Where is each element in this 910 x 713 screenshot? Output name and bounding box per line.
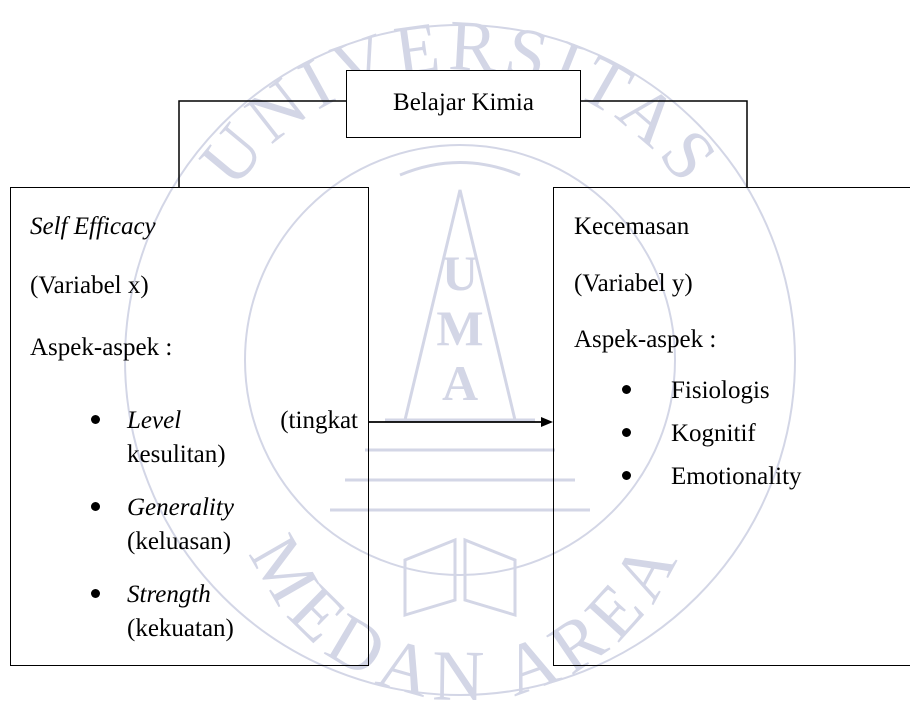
connector-right bbox=[581, 100, 748, 187]
variable-x-label: (Variabel x) bbox=[30, 272, 149, 299]
aspect-kognitif: Kognitif bbox=[671, 420, 756, 447]
watermark-letter-u: U bbox=[442, 245, 478, 301]
watermark-emblem bbox=[330, 161, 590, 618]
variable-y-aspects-heading: Aspek-aspek : bbox=[574, 326, 717, 353]
bullet-icon bbox=[622, 428, 631, 437]
aspect-generality-gloss: (keluasan) bbox=[127, 528, 232, 555]
variable-x-aspects-heading: Aspek-aspek : bbox=[30, 334, 173, 361]
aspect-generality-term: Generality bbox=[127, 494, 234, 521]
topic-box: Belajar Kimia bbox=[346, 70, 581, 138]
aspect-emotionality: Emotionality bbox=[671, 463, 802, 490]
aspect-fisiologis: Fisiologis bbox=[671, 377, 770, 404]
bullet-icon bbox=[91, 589, 100, 598]
watermark-rings bbox=[124, 24, 796, 696]
connector-left bbox=[178, 100, 346, 187]
variable-y-title: Kecemasan bbox=[574, 213, 690, 240]
aspect-level-term: Level bbox=[127, 407, 182, 434]
watermark-letter-m: M bbox=[436, 300, 483, 356]
watermark-letter-a: A bbox=[442, 355, 478, 411]
bullet-icon bbox=[91, 415, 100, 424]
variable-x-title: Self Efficacy bbox=[30, 213, 156, 240]
aspect-level-gloss-start: (tingkat bbox=[280, 407, 358, 434]
aspect-level-gloss-end: kesulitan) bbox=[127, 441, 226, 468]
variable-x-box: Self Efficacy (Variabel x) Aspek-aspek :… bbox=[10, 187, 369, 666]
variable-y-label: (Variabel y) bbox=[574, 270, 693, 297]
aspect-strength-gloss: (kekuatan) bbox=[127, 615, 234, 642]
bullet-icon bbox=[91, 502, 100, 511]
bullet-icon bbox=[622, 471, 631, 480]
aspect-strength-term: Strength bbox=[127, 581, 211, 608]
topic-label: Belajar Kimia bbox=[393, 89, 534, 116]
bullet-icon bbox=[622, 385, 631, 394]
variable-y-box: Kecemasan (Variabel y) Aspek-aspek : Fis… bbox=[553, 187, 910, 666]
